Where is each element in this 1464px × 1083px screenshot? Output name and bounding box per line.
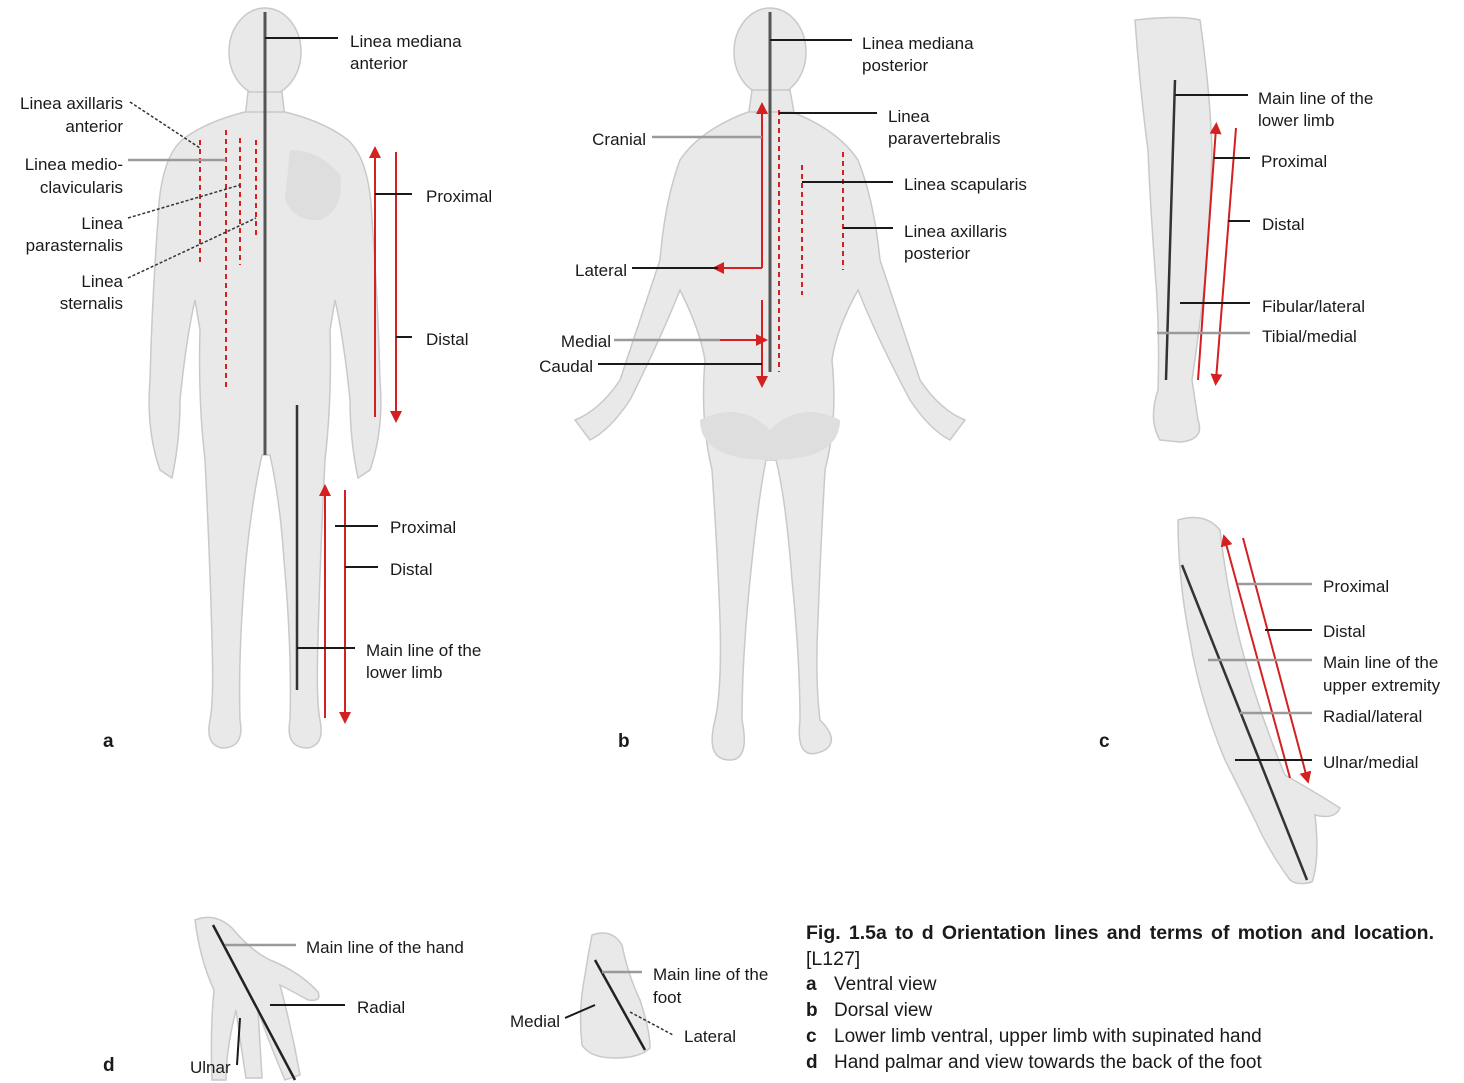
- label-linea-parasternalis-1: Linea: [81, 214, 123, 233]
- panel-letter-d: d: [103, 1055, 115, 1076]
- caption-reference: [L127]: [806, 948, 860, 970]
- panel-a-ventral-body: Linea mediana anterior Linea axillaris a…: [20, 8, 492, 752]
- label-radial-lateral: Radial/lateral: [1323, 707, 1422, 726]
- label-fibular-lateral: Fibular/lateral: [1262, 297, 1365, 316]
- panel-letter-a: a: [103, 731, 114, 752]
- label-linea-sternalis-2: sternalis: [60, 294, 123, 313]
- panel-letter-c: c: [1099, 731, 1110, 752]
- panel-b-dorsal-body: Linea mediana posterior Linea paraverteb…: [539, 8, 1027, 760]
- label-distal-trunk: Distal: [426, 330, 469, 349]
- label-main-line-foot-2: foot: [653, 988, 682, 1007]
- label-linea-paravertebralis-1: Linea: [888, 107, 930, 126]
- panel-c-arm: Proximal Distal Main line of the upper e…: [1178, 518, 1441, 884]
- label-linea-mediana-posterior-1: Linea mediana: [862, 34, 974, 53]
- panel-letter-b: b: [618, 731, 630, 752]
- label-linea-sternalis-1: Linea: [81, 272, 123, 291]
- label-leg-distal: Distal: [1262, 215, 1305, 234]
- arm-silhouette: [1178, 518, 1340, 884]
- leg-silhouette: [1135, 18, 1212, 443]
- figure-caption: Fig. 1.5a to d Orientation lines and ter…: [806, 920, 1434, 1076]
- label-ulnar: Ulnar: [190, 1058, 231, 1077]
- label-distal-leg: Distal: [390, 560, 433, 579]
- label-foot-medial: Medial: [510, 1012, 560, 1031]
- label-arm-main-line-2: upper extremity: [1323, 676, 1441, 695]
- label-linea-axillaris-anterior-2: anterior: [65, 117, 123, 136]
- label-arm-main-line-1: Main line of the: [1323, 653, 1438, 672]
- label-linea-mediana-anterior-2: anterior: [350, 54, 408, 73]
- label-caudal: Caudal: [539, 357, 593, 376]
- label-arm-distal: Distal: [1323, 622, 1366, 641]
- label-main-line-lower-limb-a-1: Main line of the: [366, 641, 481, 660]
- label-linea-parasternalis-2: parasternalis: [26, 236, 123, 255]
- label-linea-axillaris-anterior-1: Linea axillaris: [20, 94, 123, 113]
- label-arm-proximal: Proximal: [1323, 577, 1389, 596]
- label-tibial-medial: Tibial/medial: [1262, 327, 1357, 346]
- label-proximal-trunk: Proximal: [426, 187, 492, 206]
- label-medial: Medial: [561, 332, 611, 351]
- panel-d-foot: Main line of the foot Medial Lateral: [510, 933, 768, 1058]
- label-lateral: Lateral: [575, 261, 627, 280]
- label-cranial: Cranial: [592, 130, 646, 149]
- label-radial: Radial: [357, 998, 405, 1017]
- label-linea-mediana-posterior-2: posterior: [862, 56, 928, 75]
- label-foot-lateral: Lateral: [684, 1027, 736, 1046]
- label-linea-axillaris-posterior-2: posterior: [904, 244, 970, 263]
- label-linea-paravertebralis-2: paravertebralis: [888, 129, 1000, 148]
- label-main-line-lower-limb-a-2: lower limb: [366, 663, 443, 682]
- label-main-line-hand: Main line of the hand: [306, 938, 464, 957]
- label-leg-main-line-2: lower limb: [1258, 111, 1335, 130]
- caption-title: Fig. 1.5a to d Orientation lines and ter…: [806, 920, 1434, 972]
- label-linea-axillaris-posterior-1: Linea axillaris: [904, 222, 1007, 241]
- label-linea-mediana-anterior-1: Linea mediana: [350, 32, 462, 51]
- label-leg-proximal: Proximal: [1261, 152, 1327, 171]
- label-linea-scapularis: Linea scapularis: [904, 175, 1027, 194]
- panel-d-hand: Main line of the hand Radial Ulnar d: [103, 917, 464, 1080]
- hand-silhouette: [195, 917, 319, 1080]
- label-linea-medioclavicularis-2: clavicularis: [40, 178, 123, 197]
- label-linea-medioclavicularis-1: Linea medio-: [25, 155, 123, 174]
- label-proximal-leg: Proximal: [390, 518, 456, 537]
- leg-distal-arrow: [1216, 128, 1236, 380]
- caption-title-text: Fig. 1.5a to d Orientation lines and ter…: [806, 922, 1434, 944]
- label-leg-main-line-1: Main line of the: [1258, 89, 1373, 108]
- label-ulnar-medial: Ulnar/medial: [1323, 753, 1418, 772]
- label-main-line-foot-1: Main line of the: [653, 965, 768, 984]
